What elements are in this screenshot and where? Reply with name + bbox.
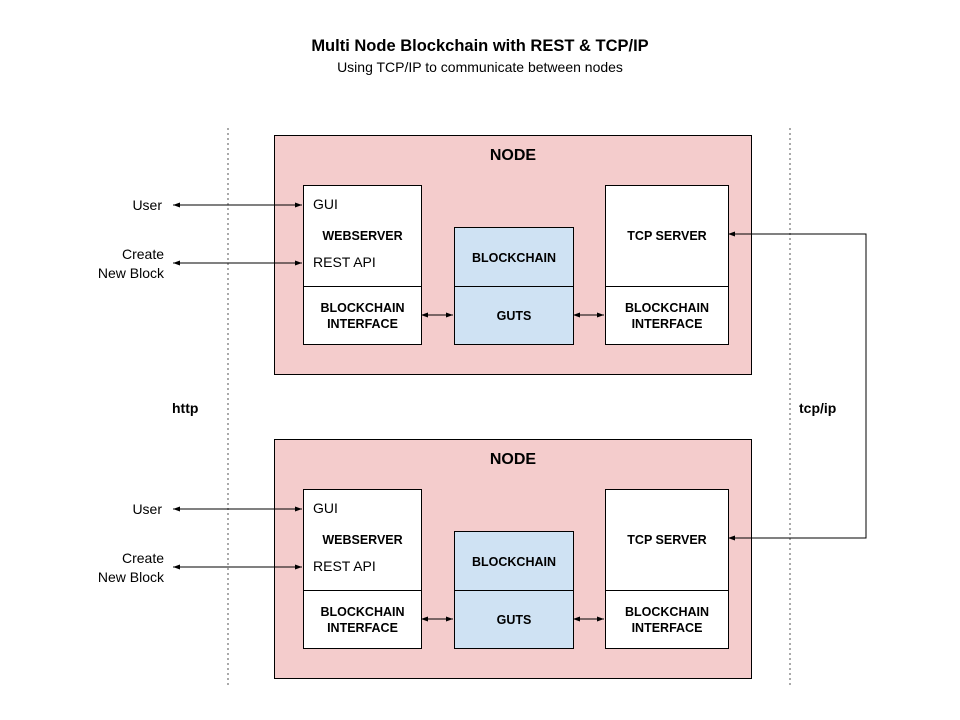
left-blockchain-interface-box: BLOCKCHAIN INTERFACE (303, 286, 422, 345)
interface-label-line2: INTERFACE (327, 317, 398, 331)
node-title: NODE (489, 147, 537, 164)
guts-box: GUTS (454, 590, 574, 649)
create-block-label-line1: Create (121, 246, 164, 262)
guts-box: GUTS (454, 286, 574, 345)
diagram-subtitle: Using TCP/IP to communicate between node… (337, 59, 623, 75)
guts-label: GUTS (496, 309, 532, 323)
interface-label-line1: BLOCKCHAIN (320, 605, 405, 619)
blockchain-box: BLOCKCHAIN (454, 531, 574, 591)
webserver-label: WEBSERVER (322, 533, 403, 547)
left-blockchain-interface-box: BLOCKCHAIN INTERFACE (303, 590, 422, 649)
interface-label-line2: INTERFACE (631, 317, 703, 331)
user-label: User (132, 501, 162, 517)
node-title: NODE (489, 451, 537, 468)
diagram-title: Multi Node Blockchain with REST & TCP/IP (311, 37, 649, 55)
rest-api-label: REST API (313, 254, 376, 270)
interface-label-line2: INTERFACE (631, 621, 703, 635)
webserver-box: GUI WEBSERVER REST API (303, 489, 422, 591)
tcp-server-label: TCP SERVER (627, 229, 707, 243)
node-1: NODE GUI WEBSERVER REST API BLOCKCHAIN I… (274, 135, 752, 375)
interface-label-line1: BLOCKCHAIN (320, 301, 405, 315)
right-blockchain-interface-box: BLOCKCHAIN INTERFACE (605, 286, 729, 345)
webserver-label: WEBSERVER (322, 229, 403, 243)
http-label: http (172, 400, 199, 416)
gui-label: GUI (313, 196, 338, 212)
tcp-server-box: TCP SERVER (605, 489, 729, 591)
blockchain-label: BLOCKCHAIN (471, 555, 557, 569)
create-block-label-line2: New Block (97, 265, 164, 281)
interface-label-line1: BLOCKCHAIN (624, 605, 710, 619)
webserver-box: GUI WEBSERVER REST API (303, 185, 422, 287)
interface-label-line2: INTERFACE (327, 621, 398, 635)
tcp-server-box: TCP SERVER (605, 185, 729, 287)
create-block-label-line2: New Block (97, 569, 164, 585)
create-block-label: Create New Block (98, 549, 164, 587)
tcpip-label: tcp/ip (799, 400, 837, 416)
user-label: User (132, 197, 162, 213)
create-block-label-line1: Create (121, 550, 164, 566)
guts-label: GUTS (496, 613, 532, 627)
right-blockchain-interface-box: BLOCKCHAIN INTERFACE (605, 590, 729, 649)
create-block-label: Create New Block (98, 245, 164, 283)
blockchain-label: BLOCKCHAIN (471, 251, 557, 265)
rest-api-label: REST API (313, 558, 376, 574)
gui-label: GUI (313, 500, 338, 516)
tcp-connection-arrow (728, 231, 867, 541)
tcp-server-label: TCP SERVER (627, 533, 707, 547)
interface-label-line1: BLOCKCHAIN (624, 301, 710, 315)
node-2: NODE GUI WEBSERVER REST API BLOCKCHAIN I… (274, 439, 752, 679)
